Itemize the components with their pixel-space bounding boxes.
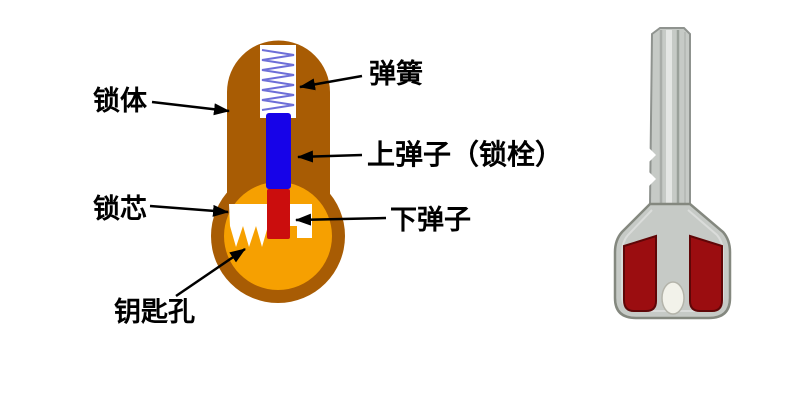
lock-body-arrow	[151, 100, 230, 116]
callout-keyhole: 钥匙孔	[114, 247, 246, 327]
key-grip-pad-right	[689, 234, 723, 312]
spring-coil	[261, 49, 295, 111]
key-cut-notch-1	[649, 148, 656, 162]
spring-label: 弹簧	[369, 58, 423, 89]
lower-pin-shape	[267, 189, 290, 239]
spring-arrow	[299, 74, 363, 91]
lower-pin-arrow	[295, 213, 387, 226]
upper-pin-label: 上弹子（锁栓）	[367, 138, 563, 170]
lock-core-arrow	[149, 204, 229, 217]
keyhole-label: 钥匙孔	[114, 297, 195, 327]
keyhole-arrow	[175, 247, 246, 298]
lock-body-label: 锁体	[93, 85, 148, 116]
key-cut-notch-2	[649, 172, 656, 186]
key-grip-pad-left	[623, 234, 657, 312]
lock-cross-section	[211, 40, 345, 303]
callouts: 锁体 弹簧 上弹子（锁栓） 锁芯 下弹子 钥匙孔	[93, 58, 563, 327]
callout-upper-pin: 上弹子（锁栓）	[297, 138, 563, 170]
lower-pin-label: 下弹子	[390, 205, 471, 235]
key-bow-hole	[661, 281, 685, 315]
lock-core-label: 锁芯	[93, 193, 147, 224]
callout-spring: 弹簧	[299, 58, 423, 91]
upper-pin-shape	[266, 113, 291, 189]
callout-lock-body: 锁体	[93, 85, 230, 116]
upper-pin-arrow	[297, 150, 363, 163]
callout-lower-pin: 下弹子	[295, 205, 471, 235]
callout-lock-core: 锁芯	[93, 193, 229, 224]
key-illustration	[613, 27, 732, 320]
